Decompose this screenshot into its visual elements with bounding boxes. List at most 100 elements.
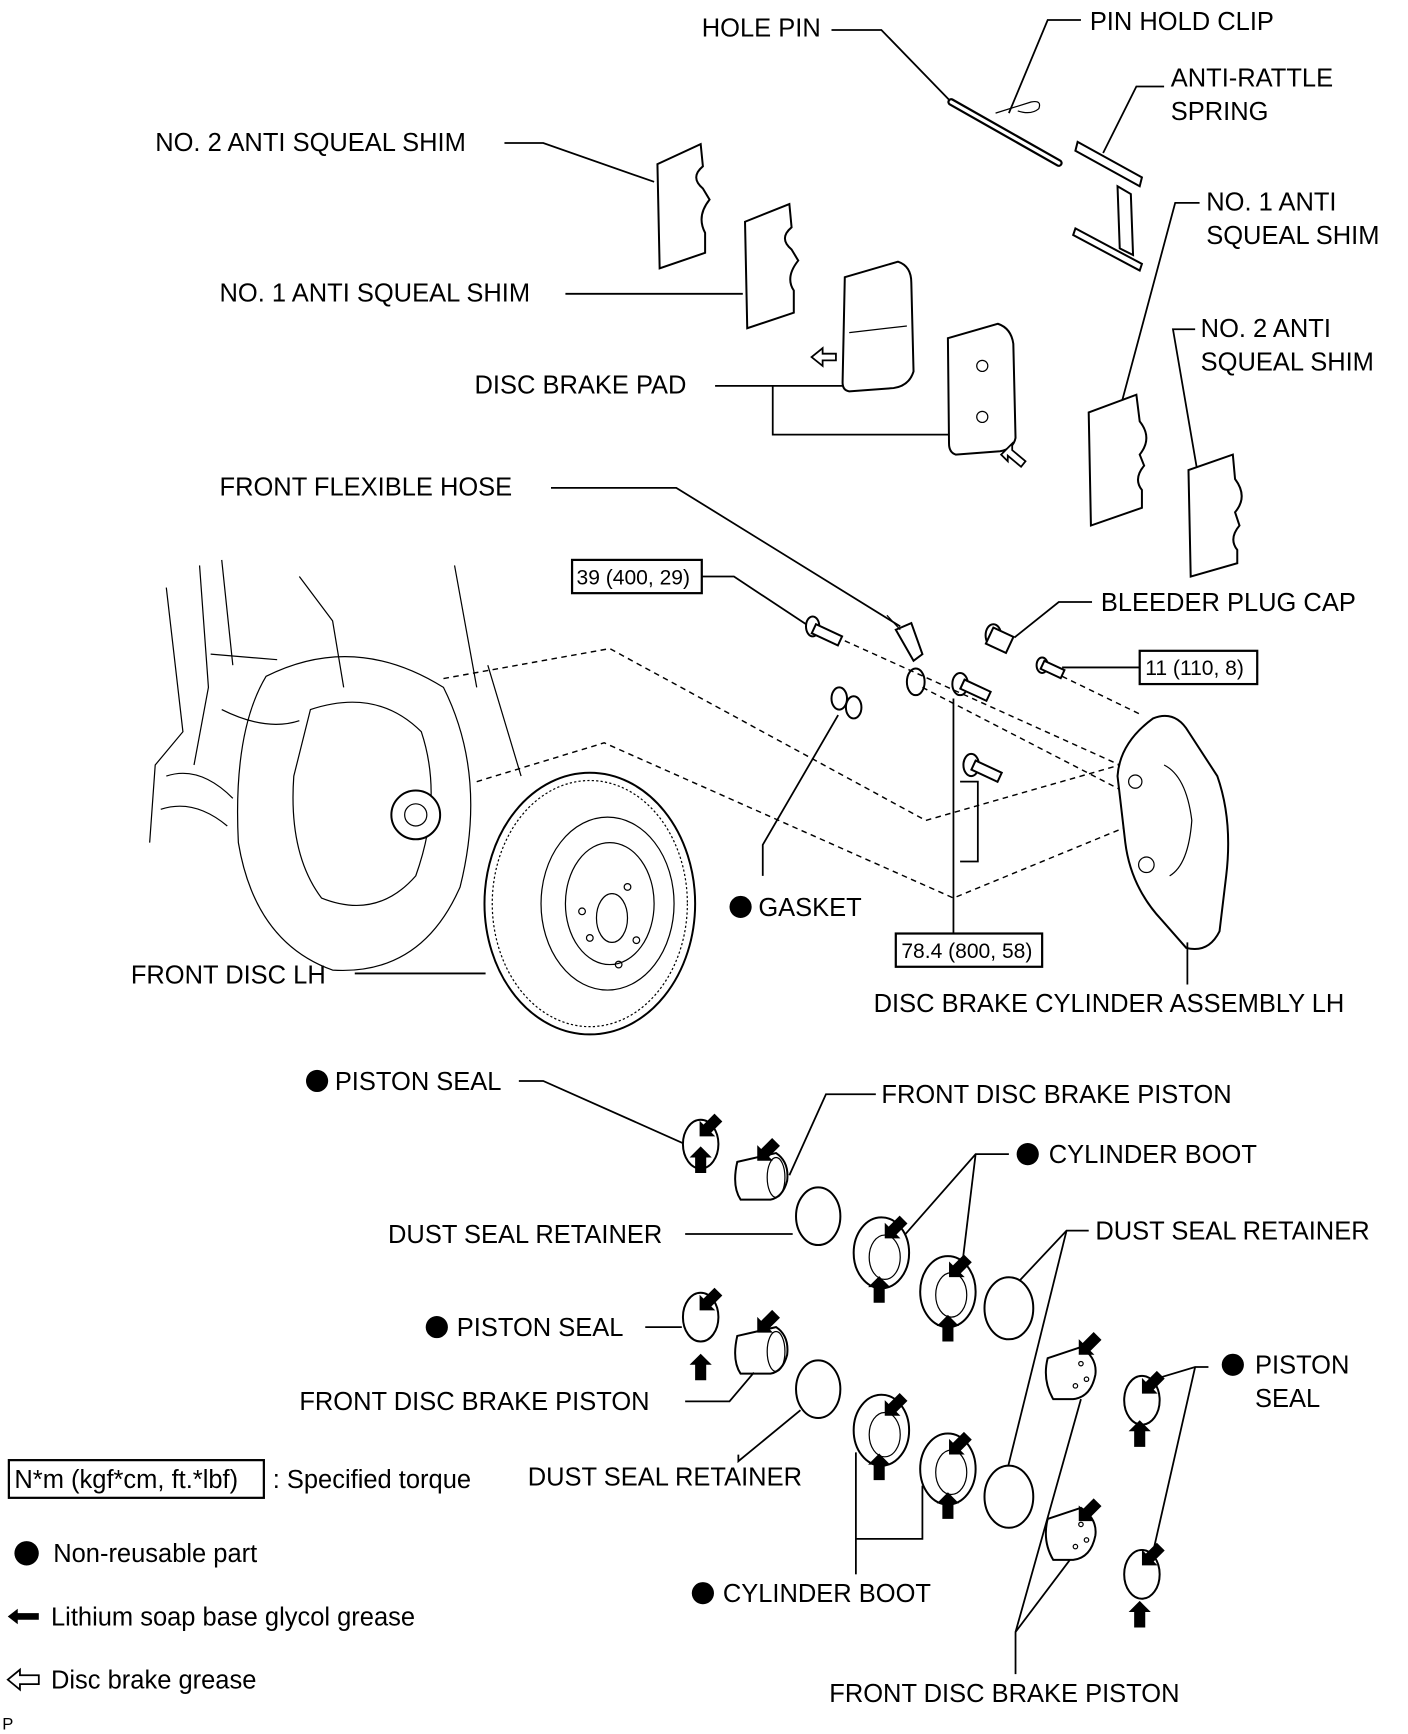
leader-no2-shim-left (504, 142, 655, 183)
dust-seal-retainer-2a-part (983, 1276, 1035, 1341)
front-disc-brake-piston-2-part (734, 1326, 789, 1375)
label-no2-shim-right-1: NO. 2 ANTI (1201, 315, 1331, 343)
solid-arrow-icon (689, 1353, 712, 1381)
non-reusable-icon-piston-seal-2 (425, 1316, 448, 1339)
label-pin-hold-clip: PIN HOLD CLIP (1090, 8, 1274, 36)
hole-pin-part (947, 98, 1063, 167)
solid-arrow-icon (699, 1287, 723, 1311)
solid-arrow-icon (7, 1608, 39, 1625)
front-disc-lh-part (483, 771, 697, 1036)
leader-hole-pin (831, 29, 952, 103)
label-anti-rattle-spring-1: ANTI-RATTLE (1171, 65, 1333, 93)
solid-arrow-icon (689, 1146, 712, 1173)
legend-lithium-grease: Lithium soap base glycol grease (51, 1603, 415, 1631)
leader-bleeder-plug-cap (1013, 601, 1093, 639)
label-bleeder-plug-cap: BLEEDER PLUG CAP (1101, 589, 1356, 617)
corner-mark: P (2, 1715, 13, 1734)
label-dust-seal-retainer-1: DUST SEAL RETAINER (388, 1221, 662, 1249)
leader-front-disc-brake-piston-3b (1014, 1559, 1071, 1633)
leader-cylinder-boot-2 (854, 1452, 924, 1540)
label-piston-seal-3-line2: SEAL (1255, 1385, 1320, 1413)
dust-seal-retainer-1-part (795, 1186, 842, 1247)
solid-arrow-icon (949, 1431, 972, 1455)
label-hole-pin: HOLE PIN (702, 15, 821, 43)
label-anti-rattle-spring-2: SPRING (1171, 98, 1269, 126)
disc-brake-cylinder-assembly-part (1116, 714, 1230, 950)
solid-arrow-icon (1128, 1600, 1151, 1628)
torque-cylinder-mount-bolt: 78.4 (800, 58) (901, 940, 1032, 963)
leader-pin-hold-clip (1008, 19, 1081, 114)
bleeder-plug-cap-part (984, 623, 1015, 655)
solid-arrow-icon (936, 1492, 959, 1519)
non-reusable-icon-cylinder-boot-2 (691, 1582, 714, 1605)
torque-box-cylinder-mount-bolt (894, 932, 1044, 968)
label-no1-shim-right-1: NO. 1 ANTI (1206, 189, 1336, 217)
solid-arrow-icon (757, 1138, 780, 1161)
leader-dust-seal-retainer-2a (1013, 1229, 1089, 1287)
union-bolt-part (804, 615, 844, 647)
label-piston-seal-3-line1: PISTON (1255, 1352, 1349, 1380)
alignment-dashed-lines (443, 640, 1143, 899)
label-front-disc-brake-piston-2: FRONT DISC BRAKE PISTON (299, 1388, 649, 1416)
outline-arrow-icon (6, 1667, 40, 1692)
leader-front-disc-brake-piston-2 (685, 1371, 755, 1403)
dust-seal-retainer-2b-part (983, 1464, 1035, 1529)
non-reusable-icon-cylinder-boot-1 (1016, 1143, 1039, 1166)
no1-anti-squeal-shim-left (744, 202, 800, 330)
torque-flexible-hose-bolt: 39 (400, 29) (577, 566, 691, 589)
label-piston-seal-2: PISTON SEAL (457, 1314, 624, 1342)
disc-brake-grease-arrow-pad-left (810, 346, 837, 368)
steering-knuckle-hub-part (149, 559, 522, 972)
legend-torque-desc: : Specified torque (273, 1466, 471, 1494)
no1-anti-squeal-shim-right (1087, 393, 1148, 527)
label-cylinder-boot-1: CYLINDER BOOT (1049, 1141, 1257, 1169)
front-disc-brake-piston-1-part (734, 1151, 789, 1201)
leader-gasket (761, 714, 839, 876)
solid-arrow-icon (868, 1276, 891, 1303)
no2-anti-squeal-shim-right (1187, 453, 1243, 578)
label-dust-seal-retainer-2: DUST SEAL RETAINER (1095, 1218, 1369, 1246)
non-reusable-icon-piston-seal-3 (1221, 1353, 1244, 1376)
leader-no1-shim-right (1121, 202, 1200, 402)
solid-arrow-icon (868, 1453, 891, 1481)
legend-disc-brake-grease: Disc brake grease (51, 1667, 256, 1695)
leader-dust-seal-retainer-2b (1002, 1230, 1068, 1486)
leader-no2-shim-right (1171, 328, 1199, 472)
label-dust-seal-retainer-3: DUST SEAL RETAINER (528, 1464, 802, 1492)
leader-disc-brake-pad-b (771, 385, 950, 436)
mount-bolt-upper-part (951, 671, 992, 703)
legend: N*m (kgf*cm, ft.*lbf) : Specified torque… (2, 1459, 471, 1734)
legend-torque-unit: N*m (kgf*cm, ft.*lbf) (14, 1466, 238, 1494)
disc-brake-pad-right (946, 322, 1017, 456)
label-front-disc-brake-piston-1: FRONT DISC BRAKE PISTON (881, 1081, 1231, 1109)
label-cylinder-boot-2: CYLINDER BOOT (723, 1580, 931, 1608)
label-no1-shim-left: NO. 1 ANTI SQUEAL SHIM (220, 280, 531, 308)
mount-bolt-lower-part (962, 752, 1004, 784)
bleeder-plug-part (1035, 656, 1066, 680)
label-front-disc-brake-piston-3: FRONT DISC BRAKE PISTON (829, 1680, 1179, 1708)
leader-piston-seal-1 (518, 1080, 686, 1145)
leader-piston-seal-3b (1152, 1366, 1197, 1553)
leader-front-disc-brake-piston-1 (788, 1093, 876, 1176)
label-piston-seal-1: PISTON SEAL (335, 1068, 502, 1096)
solid-arrow-icon (1141, 1370, 1165, 1394)
label-front-disc-lh: FRONT DISC LH (131, 961, 326, 989)
disc-brake-pad-left (841, 260, 915, 393)
leader-cylinder-boot-1b (961, 1154, 977, 1265)
solid-arrow-icon (1078, 1332, 1102, 1355)
label-no2-shim-right-2: SQUEAL SHIM (1201, 348, 1374, 376)
no2-anti-squeal-shim-left (656, 142, 711, 270)
gasket-part (830, 686, 863, 720)
solid-arrow-icon (884, 1393, 908, 1416)
non-reusable-icon-gasket (729, 895, 752, 918)
pin-hold-clip-part (995, 100, 1041, 114)
front-flexible-hose-part (886, 614, 926, 697)
solid-arrow-icon (1141, 1542, 1165, 1566)
label-no2-shim-left: NO. 2 ANTI SQUEAL SHIM (155, 129, 466, 157)
solid-arrow-icon (757, 1309, 780, 1333)
solid-arrow-icon (699, 1113, 723, 1137)
leader-torque-flexible-hose-bolt (701, 575, 810, 628)
solid-arrow-icon (936, 1314, 959, 1342)
label-no1-shim-right-2: SQUEAL SHIM (1206, 222, 1379, 250)
